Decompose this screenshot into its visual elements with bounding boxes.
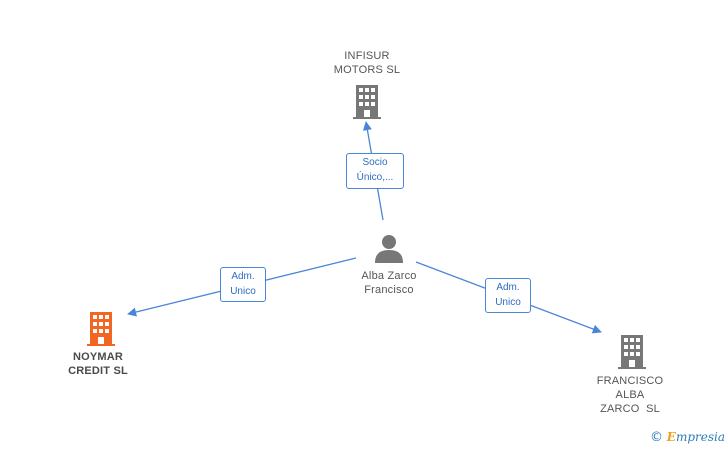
person-icon[interactable] [374,233,404,263]
brand-initial: E [666,430,676,444]
building-icon-highlighted[interactable] [85,312,117,346]
edge-label-left[interactable]: Adm. Unico [220,267,266,302]
node-label-left[interactable]: NOYMAR CREDIT SL [68,351,128,377]
building-icon[interactable] [351,85,383,119]
brand-name: mpresia [675,430,725,444]
copyright-symbol: © [649,430,663,445]
edge-label-right[interactable]: Adm. Unico [485,278,531,313]
building-icon[interactable] [616,335,648,369]
node-label-right[interactable]: FRANCISCO ALBA ZARCO SL [596,375,664,415]
edge-label-top[interactable]: Socio Único,... [346,153,404,189]
brand-logo: © Empresia [650,430,725,445]
node-label-top[interactable]: INFISUR MOTORS SL [333,50,401,76]
node-label-center[interactable]: Alba Zarco Francisco [361,270,417,296]
